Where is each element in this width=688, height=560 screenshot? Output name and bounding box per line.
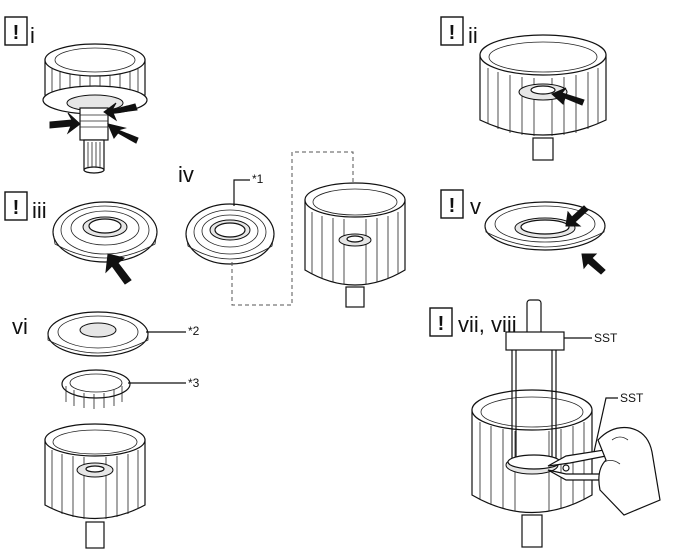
step-iv-panel: iv *1 bbox=[178, 151, 406, 308]
step-iii-panel: ! iii bbox=[4, 191, 158, 285]
step-vi-panel: vi *2 *3 bbox=[12, 311, 200, 549]
warning-icon: ! bbox=[440, 16, 464, 46]
step-label-iii: iii bbox=[32, 198, 47, 223]
arrow-seal-ring-3 bbox=[107, 123, 139, 144]
special-service-tool-press bbox=[505, 299, 565, 470]
dashed-guide bbox=[231, 151, 354, 306]
step-v-panel: ! v bbox=[440, 189, 606, 275]
step-label-ii: ii bbox=[468, 23, 478, 48]
warning-mark: ! bbox=[438, 313, 445, 335]
step-label-v: v bbox=[470, 194, 481, 219]
step-i-panel: ! i bbox=[4, 16, 148, 174]
warning-icon: ! bbox=[4, 16, 28, 46]
step-label-vi: vi bbox=[12, 314, 28, 339]
callout-leader-sst2 bbox=[593, 397, 618, 453]
arrow-seal-ring-2 bbox=[49, 112, 81, 135]
arrow-snap-ring bbox=[551, 87, 585, 106]
arrow-piston bbox=[105, 253, 132, 285]
warning-mark: ! bbox=[13, 22, 20, 44]
piston-assembly bbox=[52, 201, 158, 263]
arrow-outer-seal bbox=[581, 253, 606, 275]
arrow-inner-seal bbox=[565, 205, 589, 227]
warning-mark: ! bbox=[449, 22, 456, 44]
step-ii-panel: ! ii bbox=[440, 16, 607, 161]
clutch-drum-with-shaft bbox=[42, 43, 148, 174]
callout-label-1: *1 bbox=[252, 172, 264, 186]
warning-mark: ! bbox=[449, 195, 456, 217]
spring-retainer bbox=[47, 311, 149, 357]
callout-leader-1 bbox=[233, 179, 250, 206]
callout-label-3: *3 bbox=[188, 376, 200, 390]
callout-label-sst2: SST bbox=[620, 391, 644, 405]
step-vii-viii-panel: ! vii, viii SST bbox=[429, 299, 661, 548]
hand-outline bbox=[597, 426, 661, 516]
clutch-drum bbox=[479, 34, 607, 161]
arrow-seal-ring-1 bbox=[103, 102, 138, 122]
callout-label-sst1: SST bbox=[594, 331, 618, 345]
warning-icon: ! bbox=[4, 191, 28, 221]
step-label-iv: iv bbox=[178, 162, 194, 187]
return-spring bbox=[61, 369, 131, 409]
clutch-drum-target bbox=[304, 182, 406, 308]
step-label-i: i bbox=[30, 23, 35, 48]
callout-label-2: *2 bbox=[188, 324, 200, 338]
clutch-drum-vi bbox=[44, 423, 146, 549]
piston-part bbox=[185, 203, 275, 265]
warning-icon: ! bbox=[429, 307, 453, 337]
warning-mark: ! bbox=[13, 197, 20, 219]
warning-icon: ! bbox=[440, 189, 464, 219]
